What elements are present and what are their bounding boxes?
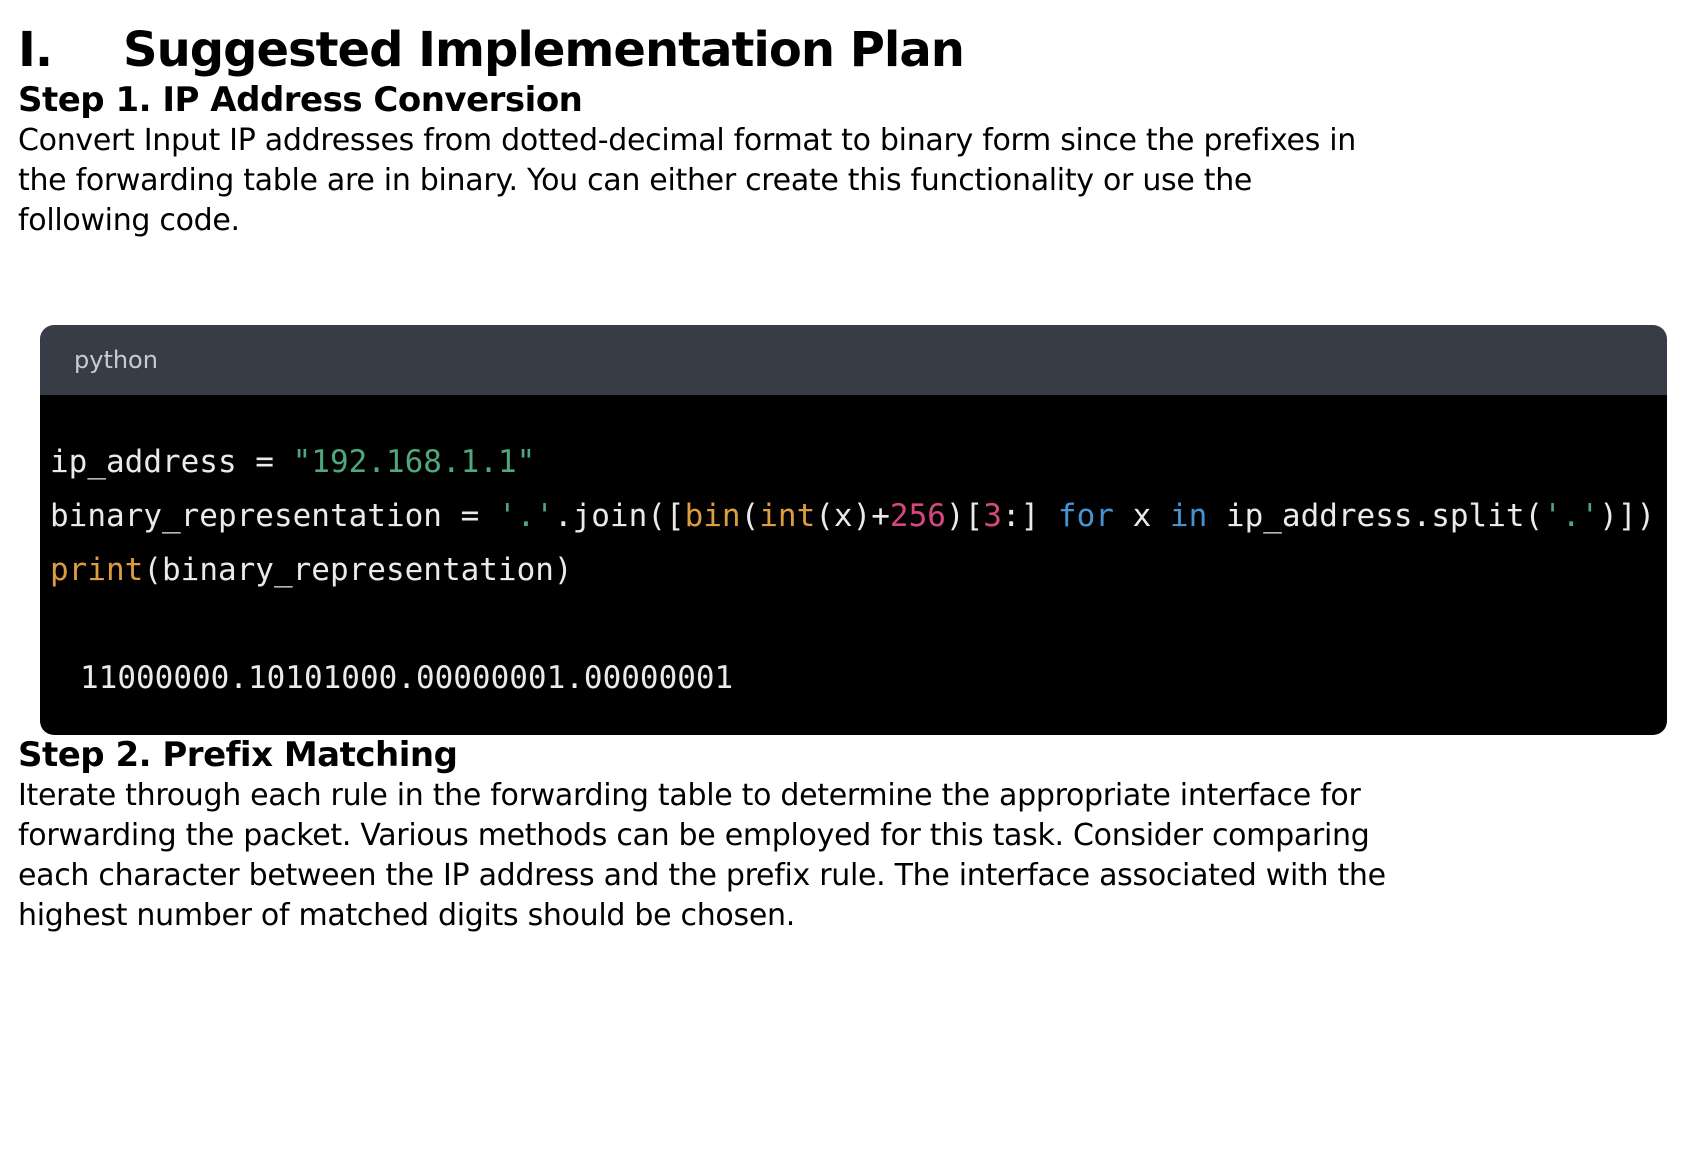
code-language-label: python bbox=[74, 346, 158, 374]
code-line-1: ip_address = "192.168.1.1" bbox=[50, 435, 1657, 489]
page-title: I. Suggested Implementation Plan bbox=[18, 20, 1686, 80]
code-line-2: binary_representation = '.'.join([bin(in… bbox=[50, 489, 1657, 543]
step2-paragraph: Iterate through each rule in the forward… bbox=[18, 778, 1386, 933]
code-token-number: 3 bbox=[983, 498, 1002, 534]
code-token-plain: (binary_representation) bbox=[143, 552, 573, 588]
code-token-string: '.' bbox=[1543, 498, 1600, 534]
document-page: I. Suggested Implementation Plan Step 1.… bbox=[18, 20, 1686, 933]
code-block-body: ip_address = "192.168.1.1" binary_repres… bbox=[40, 395, 1667, 735]
code-token-plain: ip_address = bbox=[50, 444, 293, 480]
code-token-string: '.' bbox=[497, 498, 554, 534]
heading-numeral: I. bbox=[18, 22, 53, 78]
code-token-keyword: in bbox=[1169, 498, 1208, 534]
code-output-line: 11000000.10101000.00000001.00000001 bbox=[80, 660, 734, 696]
code-line-3: print(binary_representation) bbox=[50, 543, 1657, 597]
code-token-number: 256 bbox=[889, 498, 946, 534]
step2-heading: Step 2. Prefix Matching bbox=[18, 735, 458, 775]
code-token-plain: )[ bbox=[945, 498, 984, 534]
code-token-plain: .join([ bbox=[553, 498, 685, 534]
code-token-plain: )]) bbox=[1599, 498, 1656, 534]
code-token-plain: binary_representation = bbox=[50, 498, 498, 534]
code-token-function: print bbox=[50, 552, 144, 588]
code-block-header: python bbox=[40, 325, 1667, 395]
step1-heading: Step 1. IP Address Conversion bbox=[18, 80, 583, 120]
heading-text: Suggested Implementation Plan bbox=[123, 22, 965, 78]
code-token-function: int bbox=[759, 498, 816, 534]
code-token-string: "192.168.1.1" bbox=[292, 444, 536, 480]
code-block: python ip_address = "192.168.1.1" binary… bbox=[40, 325, 1667, 735]
code-token-function: bin bbox=[684, 498, 741, 534]
code-token-plain: ip_address.split( bbox=[1207, 498, 1544, 534]
code-token-plain: x bbox=[1113, 498, 1170, 534]
code-blank-line bbox=[50, 597, 1657, 651]
code-token-plain: (x)+ bbox=[815, 498, 890, 534]
code-token-plain: :] bbox=[1001, 498, 1058, 534]
code-token-keyword: for bbox=[1057, 498, 1114, 534]
step1-paragraph: Convert Input IP addresses from dotted-d… bbox=[18, 123, 1357, 238]
code-token-plain: ( bbox=[740, 498, 760, 534]
